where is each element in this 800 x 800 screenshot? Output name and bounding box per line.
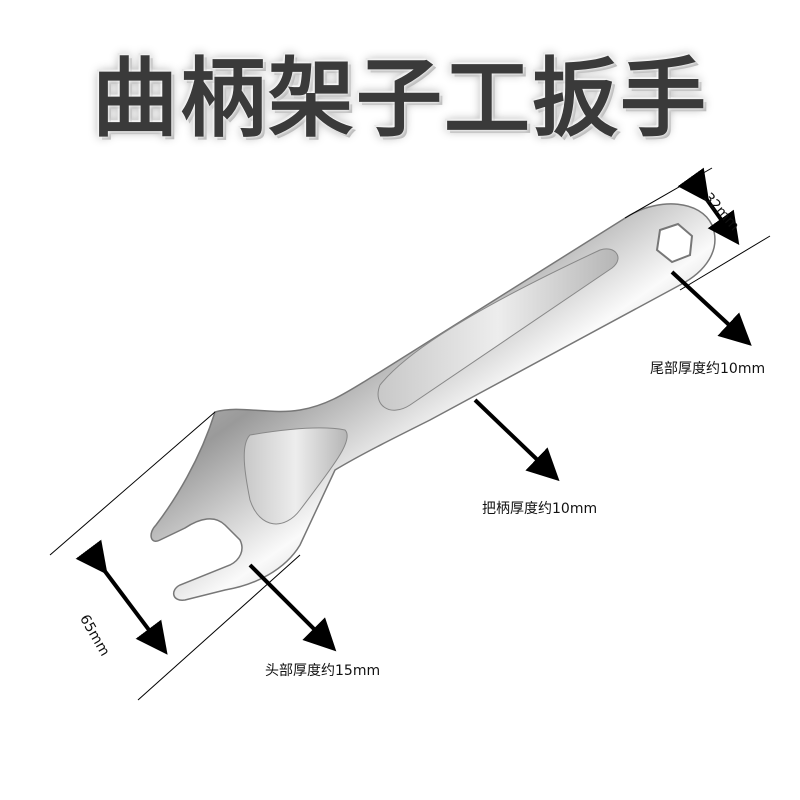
product-title: 曲柄架子工扳手 — [92, 49, 708, 149]
handle-thickness-label: 把柄厚度约10mm — [482, 501, 598, 517]
tail-thickness-label: 尾部厚度约10mm — [650, 361, 766, 377]
head-recess — [243, 427, 348, 525]
wrench-body — [150, 203, 716, 601]
head-thickness-label: 头部厚度约15mm — [265, 663, 381, 679]
handle-recess — [377, 248, 619, 411]
